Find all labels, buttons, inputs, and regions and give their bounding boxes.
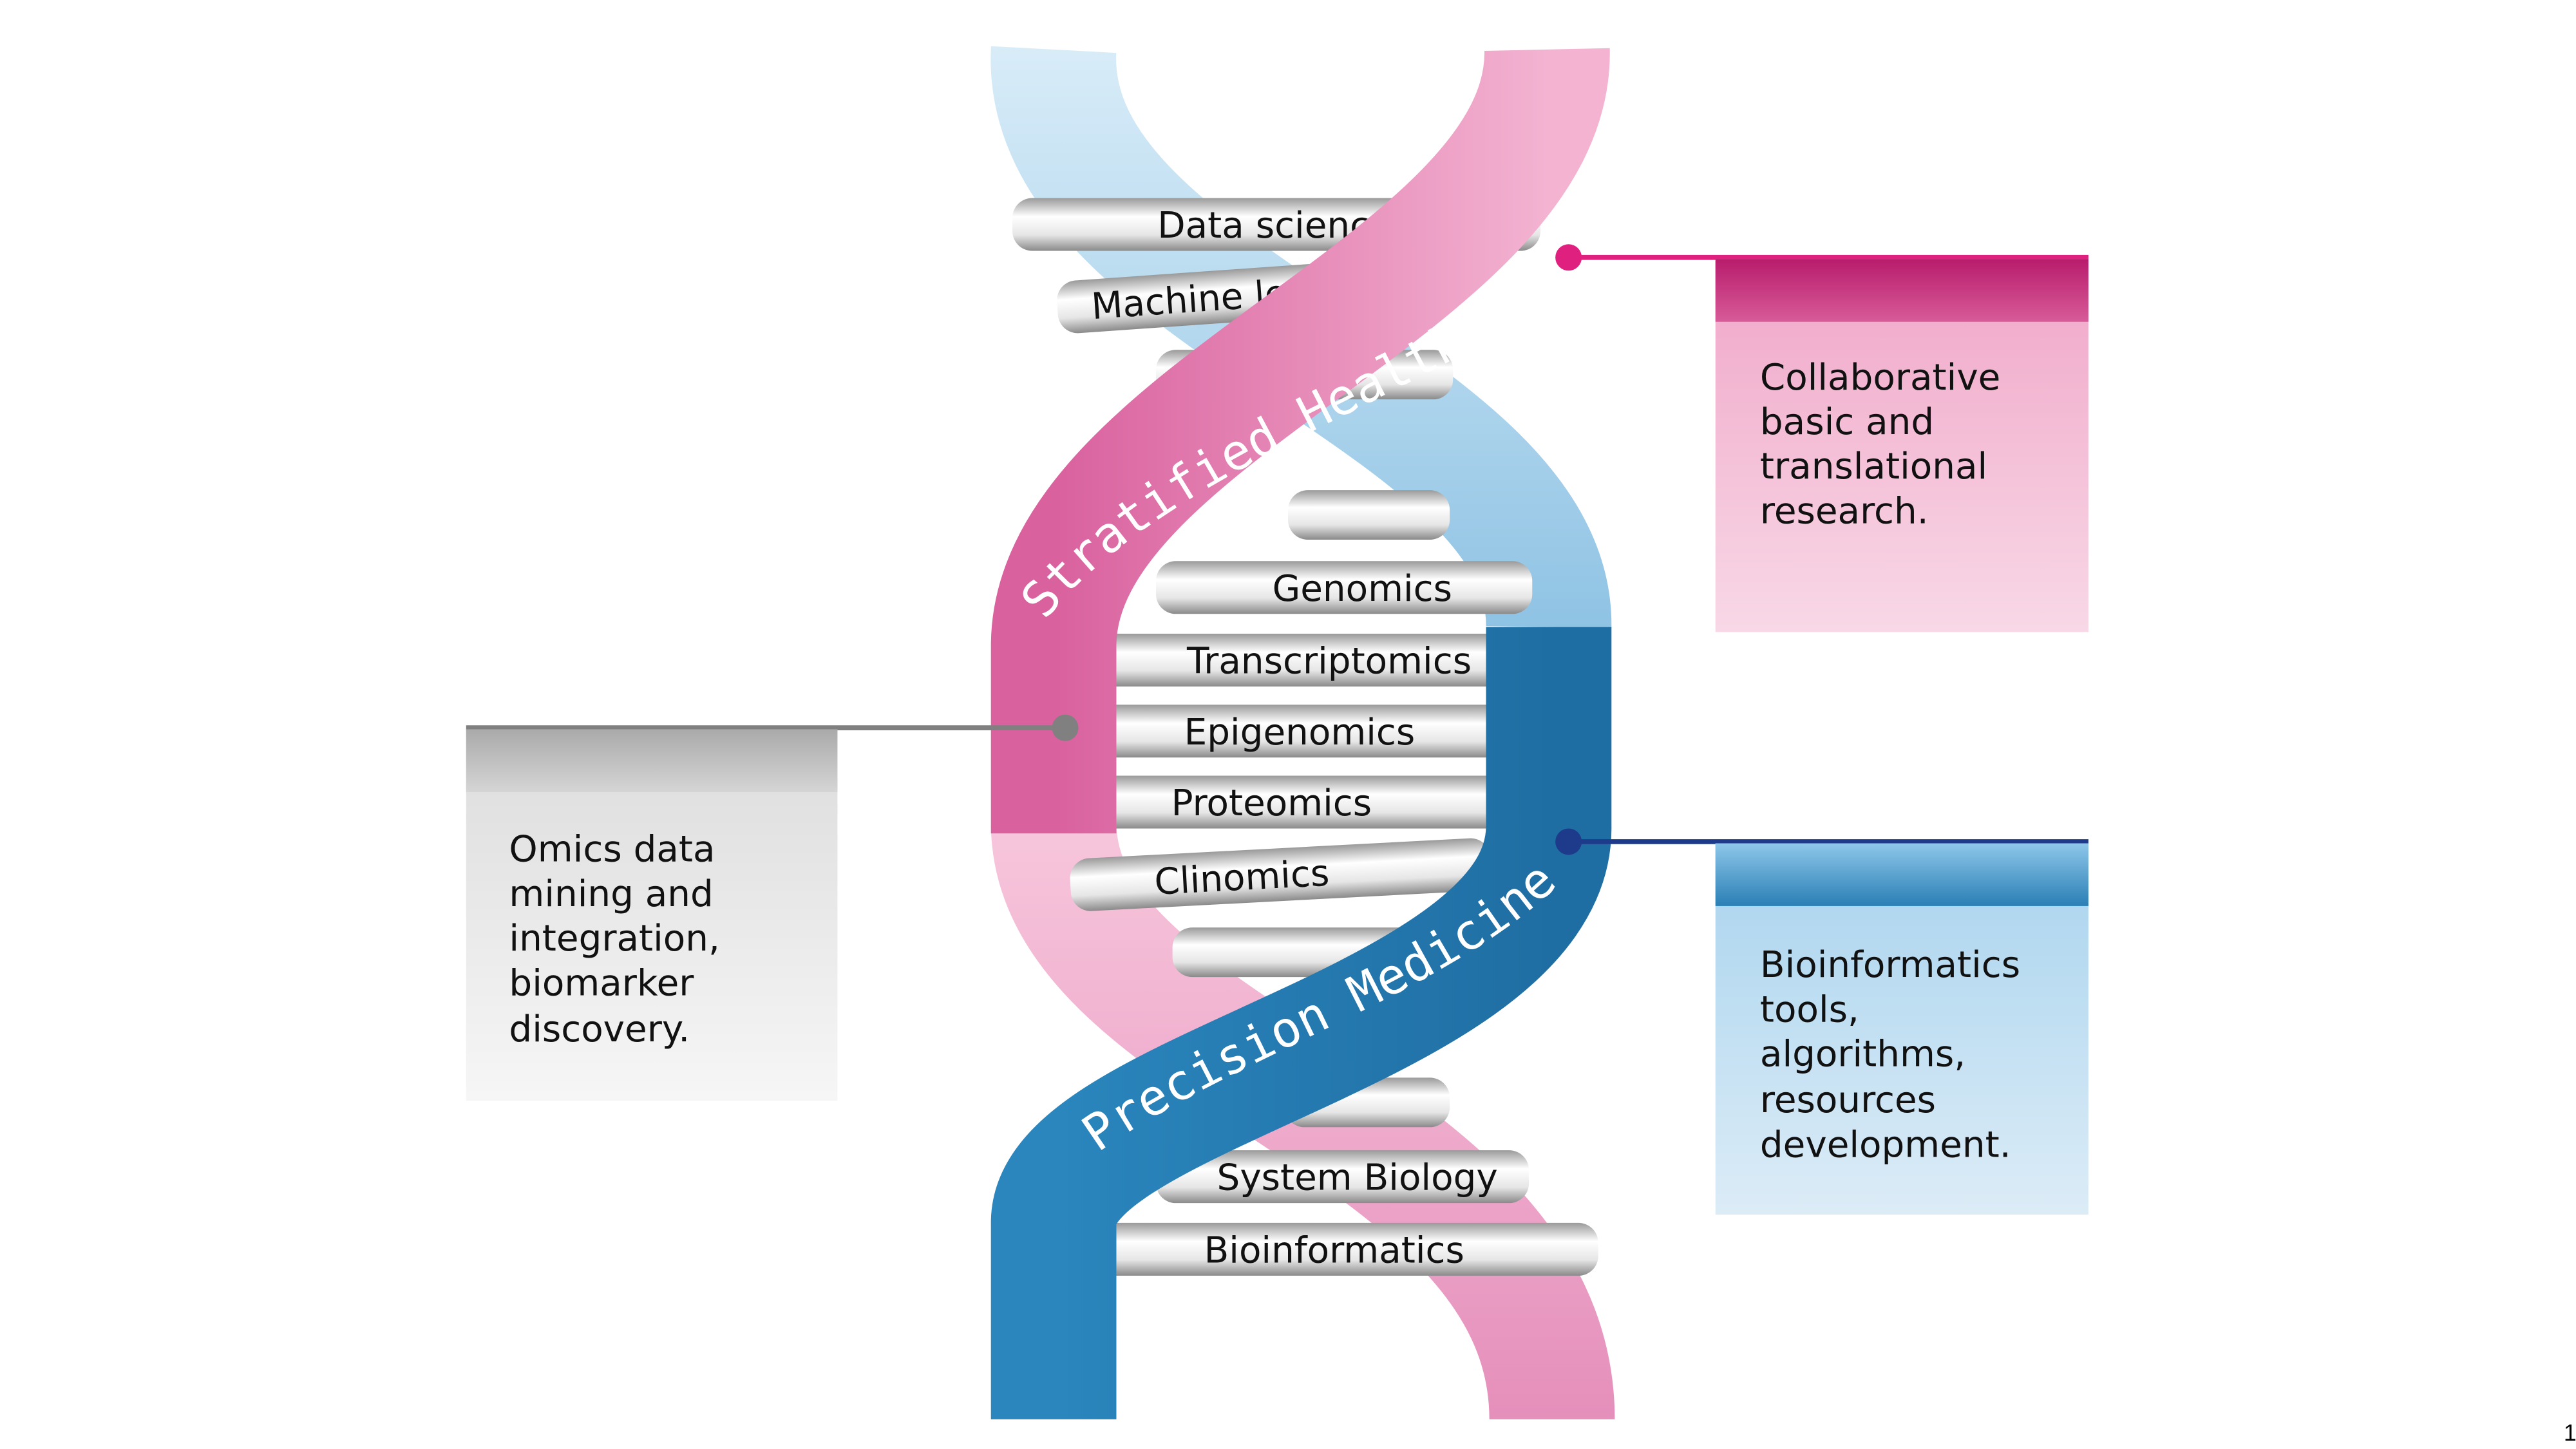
callout-line: Omics data bbox=[509, 829, 715, 871]
rung-label: Clinomics bbox=[1153, 853, 1331, 904]
rung-label: System Biology bbox=[1217, 1157, 1498, 1199]
callout-line: Collaborative bbox=[1760, 357, 2000, 399]
callout-line: algorithms, bbox=[1760, 1033, 1965, 1075]
callout-omics: Omics data mining and integration, bioma… bbox=[466, 714, 1079, 1101]
callout-bioinformatics: Bioinformatics tools, algorithms, resour… bbox=[1555, 828, 2088, 1215]
rung-proteomics: Proteomics bbox=[1012, 775, 1524, 829]
callout-line: translational bbox=[1760, 446, 1987, 488]
callout-line: research. bbox=[1760, 490, 1929, 532]
callout-line: discovery. bbox=[509, 1009, 690, 1050]
callout-line: biomarker bbox=[509, 962, 694, 1004]
rung-label: Bioinformatics bbox=[1204, 1229, 1464, 1271]
rung-label: Genomics bbox=[1273, 568, 1452, 610]
leader-dot bbox=[1052, 714, 1079, 741]
callout-research: Collaborative basic and translational re… bbox=[1555, 244, 2088, 632]
rung-genomics: Genomics bbox=[1155, 561, 1533, 614]
callout-line: tools, bbox=[1760, 989, 1859, 1030]
page-number: 1 bbox=[2564, 1420, 2576, 1446]
callout-line: development. bbox=[1760, 1124, 2011, 1166]
callout-line: mining and bbox=[509, 873, 713, 915]
callout-line: Bioinformatics bbox=[1760, 944, 2020, 986]
rung-transcriptomics: Transcriptomics bbox=[1070, 634, 1598, 687]
front-strand-blue bbox=[990, 627, 1612, 1419]
callout-line: basic and bbox=[1760, 401, 1934, 443]
rung-label: Epigenomics bbox=[1184, 712, 1416, 753]
rung-bioinformatics: Bioinformatics bbox=[1057, 1222, 1598, 1276]
leader-dot bbox=[1555, 244, 1582, 271]
rung-label: Proteomics bbox=[1171, 782, 1372, 824]
rung-epigenomics: Epigenomics bbox=[1057, 705, 1586, 758]
rung-system-biology: System Biology bbox=[1155, 1150, 1530, 1204]
rung-4 bbox=[1288, 490, 1450, 540]
callout-line: resources bbox=[1760, 1079, 1936, 1121]
rung-label: Transcriptomics bbox=[1186, 641, 1472, 683]
front-strand-pink bbox=[990, 48, 1610, 834]
leader-dot bbox=[1555, 828, 1582, 855]
callout-line: integration, bbox=[509, 918, 720, 960]
rung-clinomics: Clinomics bbox=[1070, 838, 1492, 911]
